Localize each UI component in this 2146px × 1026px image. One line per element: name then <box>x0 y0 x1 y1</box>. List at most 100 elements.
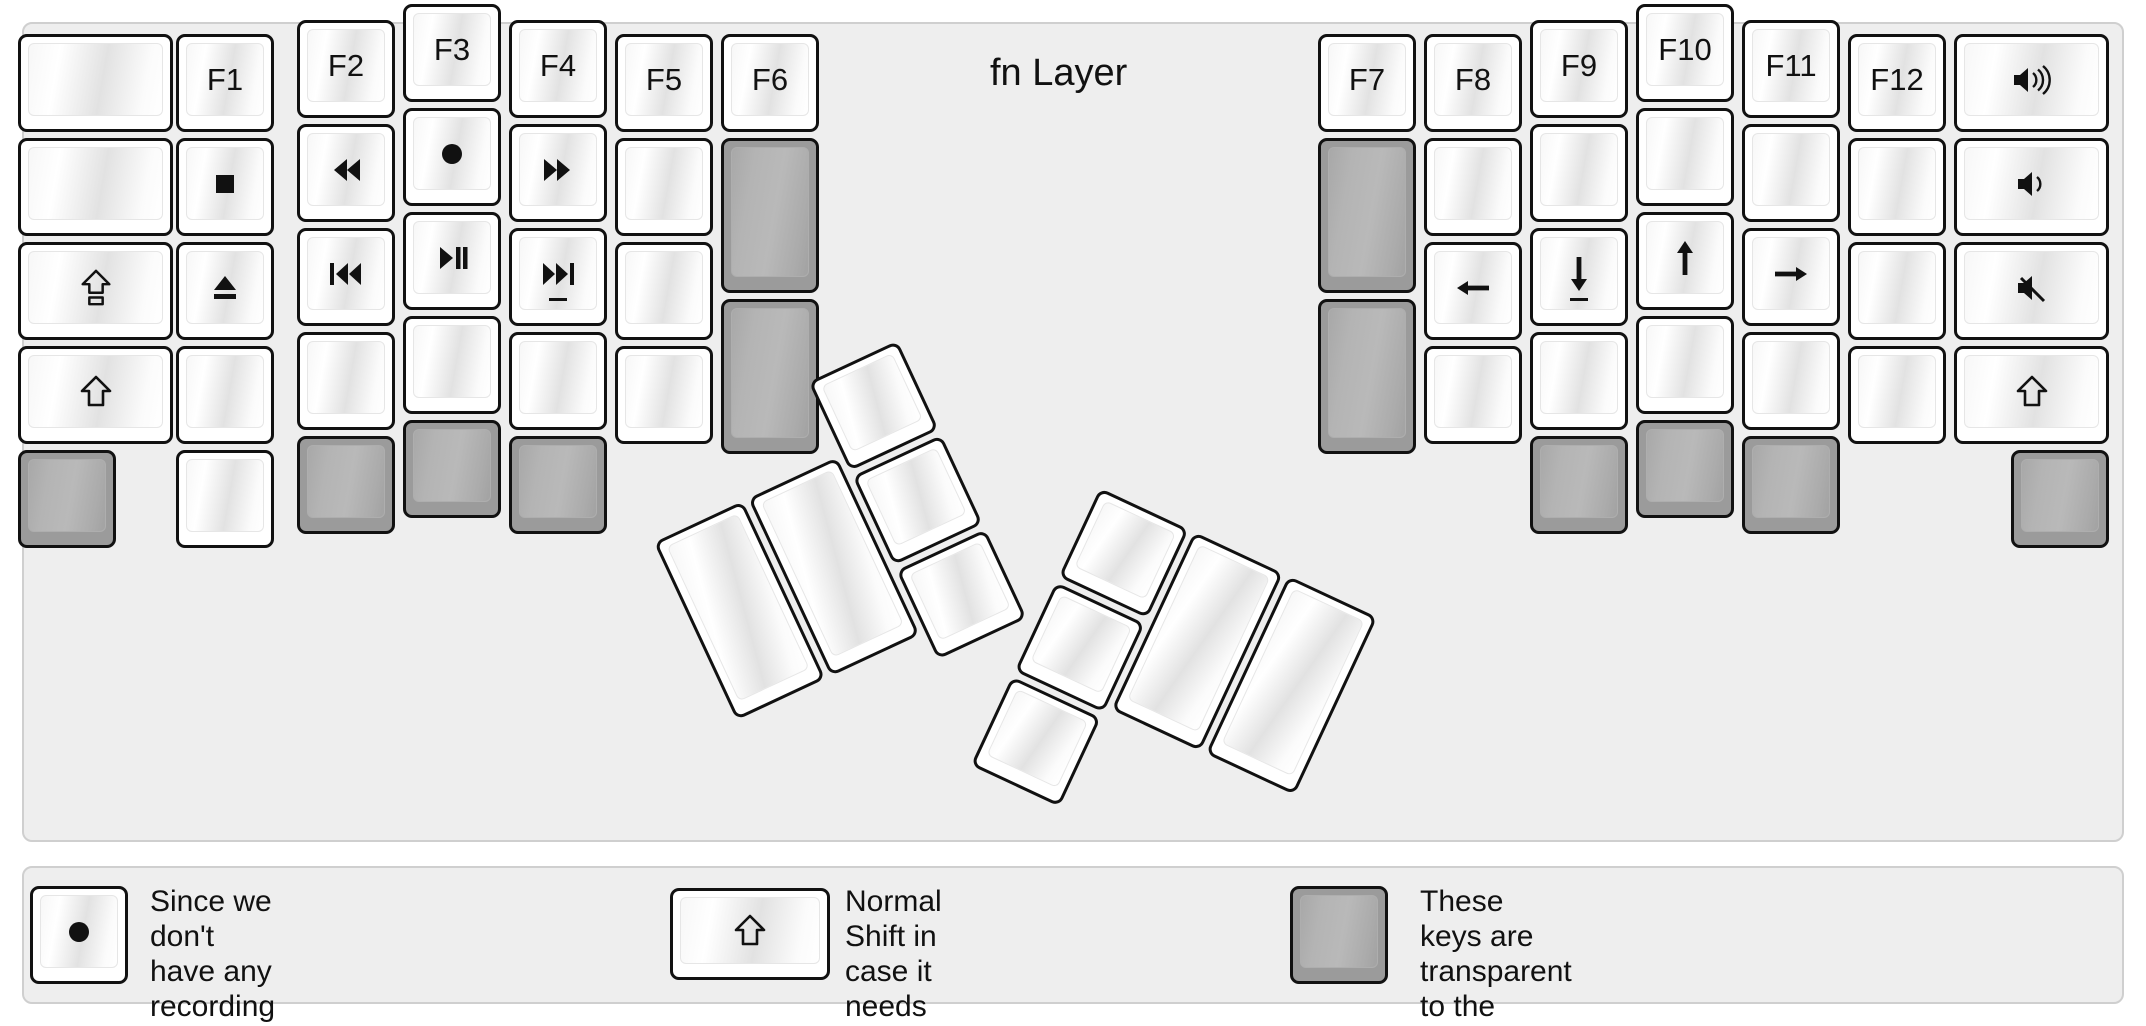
legend-tick <box>549 298 567 301</box>
col-r5-key-1-f11[interactable]: F11 <box>1742 20 1840 118</box>
col-l3-key-4[interactable] <box>297 332 395 430</box>
col-r6-key-3[interactable] <box>1848 242 1946 340</box>
col-l6-key-2[interactable] <box>615 138 713 236</box>
col-l5-key-3-next-track[interactable] <box>509 228 607 326</box>
col-l6-key-4[interactable] <box>615 346 713 444</box>
col-r4-key-1-f10[interactable]: F10 <box>1636 4 1734 102</box>
keycap-surface: F12 <box>1858 43 1936 116</box>
col-r7-key-extra[interactable] <box>2011 450 2109 548</box>
col-r2-key-3-arrow-left[interactable] <box>1424 242 1522 340</box>
arrow-up-icon <box>1668 238 1702 278</box>
key-label-f7: F7 <box>1348 62 1386 97</box>
keycap-surface <box>625 147 703 220</box>
keycap-surface <box>519 445 597 518</box>
col-r2-key-2[interactable] <box>1424 138 1522 236</box>
col-r4-key-3-arrow-up[interactable] <box>1636 212 1734 310</box>
col-r4-key-5[interactable] <box>1636 420 1734 518</box>
col-r7-key-4-shift[interactable] <box>1954 346 2109 444</box>
transparent-key-note-text: These keys are transparent to the layout… <box>1420 885 1572 1026</box>
keycap-surface <box>1646 429 1724 502</box>
col-l3-key-2-rewind[interactable] <box>297 124 395 222</box>
col-l2-key-3-eject[interactable] <box>176 242 274 340</box>
keycap-surface <box>909 541 1011 641</box>
col-l1-key-2[interactable] <box>18 138 173 236</box>
key-label-f3: F3 <box>433 32 471 67</box>
col-r5-key-3-arrow-right[interactable] <box>1742 228 1840 326</box>
col-l3-key-1-f2[interactable]: F2 <box>297 20 395 118</box>
col-r3-key-2[interactable] <box>1530 124 1628 222</box>
col-r3-key-4[interactable] <box>1530 332 1628 430</box>
col-r4-key-2[interactable] <box>1636 108 1734 206</box>
col-l2-key-5[interactable] <box>176 450 274 548</box>
col-l1-key-1[interactable] <box>18 34 173 132</box>
keycap-surface: F11 <box>1752 29 1830 102</box>
col-l3-key-5[interactable] <box>297 436 395 534</box>
col-l7-key-2[interactable] <box>721 138 819 293</box>
col-r3-key-1-f9[interactable]: F9 <box>1530 20 1628 118</box>
keycap-surface <box>1540 445 1618 518</box>
col-r2-key-4[interactable] <box>1424 346 1522 444</box>
col-l5-key-4[interactable] <box>509 332 607 430</box>
col-r5-key-4[interactable] <box>1742 332 1840 430</box>
keycap-surface <box>1858 251 1936 324</box>
col-r6-key-4[interactable] <box>1848 346 1946 444</box>
keycap-surface <box>865 447 967 547</box>
col-l4-key-2-record[interactable] <box>403 108 501 206</box>
col-r7-key-3-mute[interactable] <box>1954 242 2109 340</box>
col-l7-key-3[interactable] <box>721 299 819 454</box>
volume-down-icon <box>2014 168 2050 200</box>
col-l7-key-1-f6[interactable]: F6 <box>721 34 819 132</box>
keycap-surface <box>1964 251 2099 324</box>
arrow-left-icon <box>1453 271 1493 305</box>
col-r6-key-2[interactable] <box>1848 138 1946 236</box>
col-l1-key-4-shift[interactable] <box>18 346 173 444</box>
rewind-icon <box>326 153 366 187</box>
col-l2-key-1-f1[interactable]: F1 <box>176 34 274 132</box>
col-r1-key-3[interactable] <box>1318 299 1416 454</box>
keycap-surface <box>1964 43 2099 116</box>
shift-icon <box>733 913 767 949</box>
col-l4-key-5[interactable] <box>403 420 501 518</box>
col-l2-key-4[interactable] <box>176 346 274 444</box>
keycap-surface <box>2021 459 2099 532</box>
shift-icon <box>2015 374 2049 410</box>
keycap-surface: F2 <box>307 29 385 102</box>
keycap-surface <box>1434 251 1512 324</box>
col-l1-key-3-capslock[interactable] <box>18 242 173 340</box>
col-r7-key-1-volume-up[interactable] <box>1954 34 2109 132</box>
col-r3-key-3-arrow-down[interactable] <box>1530 228 1628 326</box>
col-r4-key-4[interactable] <box>1636 316 1734 414</box>
col-r5-key-5[interactable] <box>1742 436 1840 534</box>
keycap-surface <box>28 355 163 428</box>
arrow-right-icon <box>1771 257 1811 291</box>
fast-forward-icon <box>538 153 578 187</box>
col-l4-key-3-play-pause[interactable] <box>403 212 501 310</box>
col-l5-key-5[interactable] <box>509 436 607 534</box>
col-l3-key-3-prev-track[interactable] <box>297 228 395 326</box>
col-l2-key-2-stop[interactable] <box>176 138 274 236</box>
col-l1-key-extra[interactable] <box>18 450 116 548</box>
col-l6-key-1-f5[interactable]: F5 <box>615 34 713 132</box>
key-label-f5: F5 <box>645 62 683 97</box>
col-r1-key-1-f7[interactable]: F7 <box>1318 34 1416 132</box>
keycap-surface <box>186 147 264 220</box>
keycap-surface <box>413 117 491 190</box>
col-l4-key-4[interactable] <box>403 316 501 414</box>
col-l6-key-3[interactable] <box>615 242 713 340</box>
col-r3-key-5[interactable] <box>1530 436 1628 534</box>
transparent-key-note-sample-key <box>1290 886 1388 984</box>
keycap-surface: F6 <box>731 43 809 116</box>
keycap-surface <box>307 133 385 206</box>
key-label-f10: F10 <box>1658 32 1712 67</box>
col-r5-key-2[interactable] <box>1742 124 1840 222</box>
col-r1-key-2[interactable] <box>1318 138 1416 293</box>
legend-tick <box>1570 298 1588 301</box>
col-r2-key-1-f8[interactable]: F8 <box>1424 34 1522 132</box>
col-l4-key-1-f3[interactable]: F3 <box>403 4 501 102</box>
col-r6-key-1-f12[interactable]: F12 <box>1848 34 1946 132</box>
col-r7-key-2-volume-down[interactable] <box>1954 138 2109 236</box>
keycap-surface <box>1964 147 2099 220</box>
volume-up-icon <box>2010 64 2054 96</box>
col-l5-key-2-fast-forward[interactable] <box>509 124 607 222</box>
col-l5-key-1-f4[interactable]: F4 <box>509 20 607 118</box>
